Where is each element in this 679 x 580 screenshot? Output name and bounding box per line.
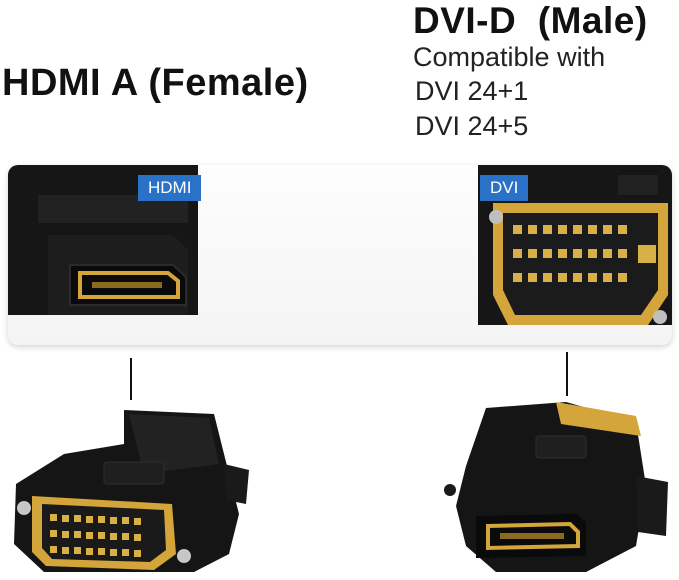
dvi-tag: DVI bbox=[480, 175, 529, 201]
right-pointer-line bbox=[566, 352, 568, 396]
port-closeup-band: HDMI DVI bbox=[8, 165, 672, 345]
compat-dvi-24-1: DVI 24+1 bbox=[415, 76, 529, 106]
hdmi-female-title: HDMI A (Female) bbox=[2, 62, 309, 104]
dvi-male-title: DVI-D (Male) bbox=[413, 0, 648, 41]
hdmi-tag: HDMI bbox=[138, 175, 202, 201]
compat-dvi-24-5: DVI 24+5 bbox=[415, 111, 529, 141]
adapter-image-left bbox=[14, 410, 249, 572]
port-closeup-illustration bbox=[8, 165, 672, 325]
left-pointer-line bbox=[130, 358, 132, 400]
compat-heading: Compatible with bbox=[413, 42, 606, 72]
adapter-image-right bbox=[444, 402, 668, 572]
